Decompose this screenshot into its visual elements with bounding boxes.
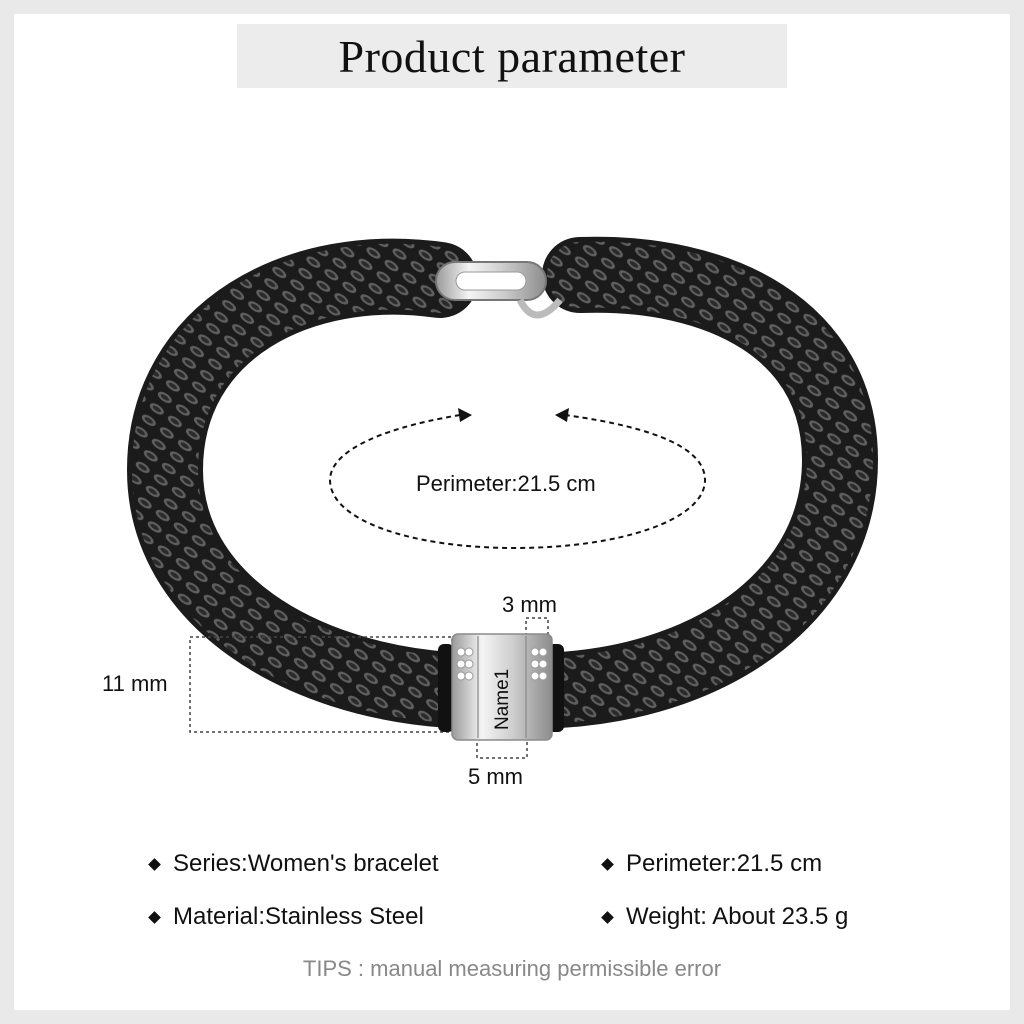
arrow-right-icon <box>458 408 472 422</box>
arrow-left-icon <box>555 408 569 422</box>
charm-engraving: Name1 <box>492 669 513 730</box>
title-banner: Product parameter <box>237 24 787 88</box>
tips-note: TIPS : manual measuring permissible erro… <box>302 956 722 981</box>
diamond-bullet-icon <box>601 910 614 924</box>
crystal-stones <box>456 647 548 681</box>
page-title: Product parameter <box>338 30 686 82</box>
spec-perimeter: Perimeter:21.5 cm <box>601 850 822 878</box>
gap-dimension-label: 3 mm <box>502 592 557 617</box>
diamond-bullet-icon <box>601 857 614 871</box>
spec-series: Series:Women's bracelet <box>148 850 439 878</box>
diamond-bullet-icon <box>148 857 161 871</box>
perimeter-label: Perimeter:21.5 cm <box>416 471 596 496</box>
name-charm: Name1 <box>438 633 564 741</box>
spec-weight: Weight: About 23.5 g <box>601 903 848 931</box>
diamond-bullet-icon <box>148 910 161 924</box>
spec-material: Material:Stainless Steel <box>148 903 424 931</box>
height-dimension-label: 11 mm <box>102 671 168 696</box>
perimeter-indicator <box>328 408 707 550</box>
width-dimension-label: 5 mm <box>468 764 523 789</box>
lobster-clasp <box>435 261 563 319</box>
